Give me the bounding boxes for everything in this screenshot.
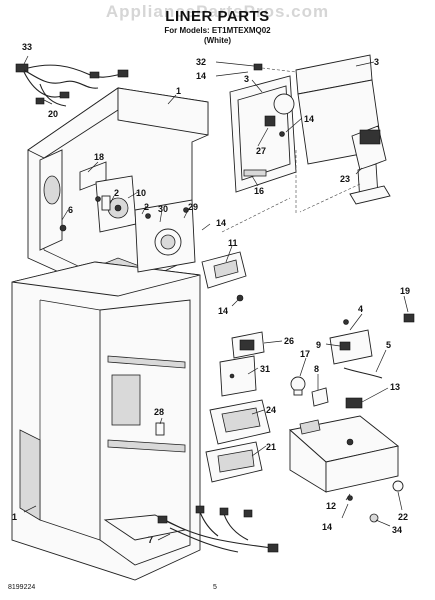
fan-shroud [134,199,196,273]
callout-8: 8 [314,364,319,374]
callout-33: 33 [22,42,32,52]
callout-14-b: 14 [218,306,228,316]
light-bulb [290,376,329,407]
wire-harness-top [15,63,129,107]
callout-26: 26 [284,336,294,346]
color-line: (White) [203,36,232,45]
callout-32: 32 [196,57,206,67]
model-line: For Models: ET1MTEXMQ02 [164,26,271,35]
callout-22: 22 [398,512,408,522]
callout-2-a: 2 [114,188,119,198]
callout-14-a: 14 [216,218,226,228]
callout-14-c: 14 [196,71,206,81]
fresh-food-liner [11,261,201,581]
callout-13: 13 [390,382,400,392]
callout-labels: 33 20 1 18 2 10 2 30 29 14 6 11 14 32 14… [12,42,410,545]
thermostat [349,125,391,205]
document-number: 8199224 [8,584,36,591]
callout-14-e: 14 [322,522,332,532]
callout-24: 24 [266,405,276,415]
page-title: LINER PARTS [165,8,270,25]
callout-1-top: 1 [176,86,181,96]
callout-5: 5 [386,340,391,350]
lower-housing [289,397,404,523]
callout-30: 30 [158,204,168,214]
callout-28: 28 [154,407,164,417]
callout-6: 6 [68,205,73,215]
callout-10: 10 [136,188,146,198]
callout-34: 34 [392,525,402,535]
callout-29: 29 [188,202,198,212]
callout-9: 9 [316,340,321,350]
light-housing [219,331,265,397]
callout-7: 7 [148,535,153,545]
callout-27: 27 [256,146,266,156]
leader-lines [23,55,409,541]
callout-3-a: 3 [244,74,249,84]
bumper [155,422,165,436]
callout-11: 11 [228,238,238,248]
evaporator-bracket [39,149,107,251]
fan-motor [95,175,137,233]
control-panel [229,54,383,193]
callout-12: 12 [326,501,336,511]
damper-duct [201,251,247,302]
watermark: AppliancePartsPros.com [105,2,330,21]
callout-23: 23 [340,174,350,184]
callout-20: 20 [48,109,58,119]
callout-2-b: 2 [144,202,149,212]
callout-18: 18 [94,152,104,162]
control-housing [329,313,415,379]
callout-31: 31 [260,364,270,374]
callout-1-bottom: 1 [12,512,17,522]
callout-4: 4 [358,304,363,314]
callout-17: 17 [300,349,310,359]
callout-16: 16 [254,186,264,196]
callout-3-b: 3 [374,57,379,67]
callout-14-d: 14 [304,114,314,124]
callout-21: 21 [266,442,276,452]
callout-19: 19 [400,286,410,296]
page-number: 5 [213,584,217,591]
crisper-control [205,399,271,483]
wire-harness-bottom [157,505,279,553]
